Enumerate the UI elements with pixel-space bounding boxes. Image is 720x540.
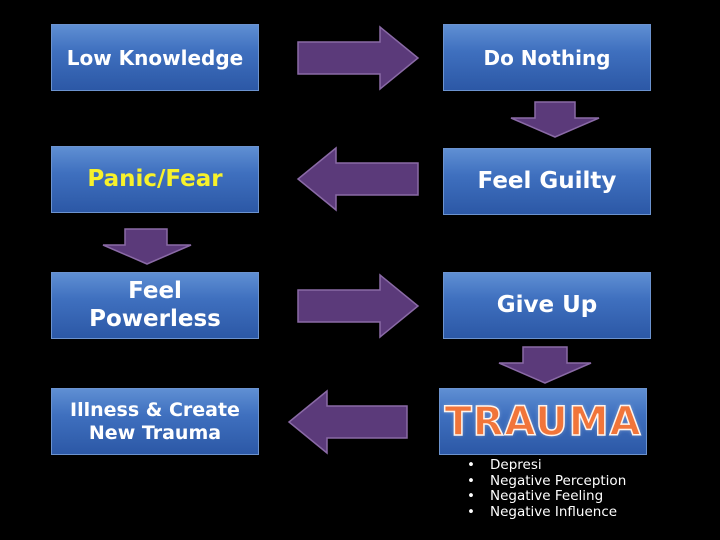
list-item: Depresi	[467, 457, 626, 474]
box-feel-powerless-label: Feel Powerless	[89, 277, 221, 332]
list-item: Negative Influence	[467, 504, 626, 521]
box-low-knowledge: Low Knowledge	[51, 24, 259, 91]
box-panic-fear-label: Panic/Fear	[87, 165, 223, 192]
box-trauma: TRAUMA	[439, 388, 647, 455]
arrow-down-2	[102, 228, 192, 265]
box-do-nothing-label: Do Nothing	[483, 45, 611, 70]
box-feel-guilty-label: Feel Guilty	[477, 167, 617, 194]
arrow-right-1	[297, 25, 420, 91]
trauma-effects-list: Depresi Negative Perception Negative Fee…	[467, 457, 626, 521]
box-give-up: Give Up	[443, 272, 651, 339]
arrow-left-1	[296, 146, 419, 212]
box-illness-label: Illness & Create New Trauma	[70, 398, 240, 444]
box-give-up-label: Give Up	[496, 291, 598, 318]
box-feel-powerless: Feel Powerless	[51, 272, 259, 339]
list-item: Negative Perception	[467, 473, 626, 490]
box-illness: Illness & Create New Trauma	[51, 388, 259, 455]
trauma-label: TRAUMA	[444, 398, 642, 446]
arrow-left-2	[287, 389, 408, 455]
arrow-right-2	[297, 273, 420, 339]
arrow-down-3	[498, 346, 592, 384]
arrow-down-1	[510, 101, 600, 138]
box-do-nothing: Do Nothing	[443, 24, 651, 91]
box-feel-guilty: Feel Guilty	[443, 148, 651, 215]
box-low-knowledge-label: Low Knowledge	[66, 45, 244, 70]
list-item: Negative Feeling	[467, 488, 626, 505]
box-panic-fear: Panic/Fear	[51, 146, 259, 213]
